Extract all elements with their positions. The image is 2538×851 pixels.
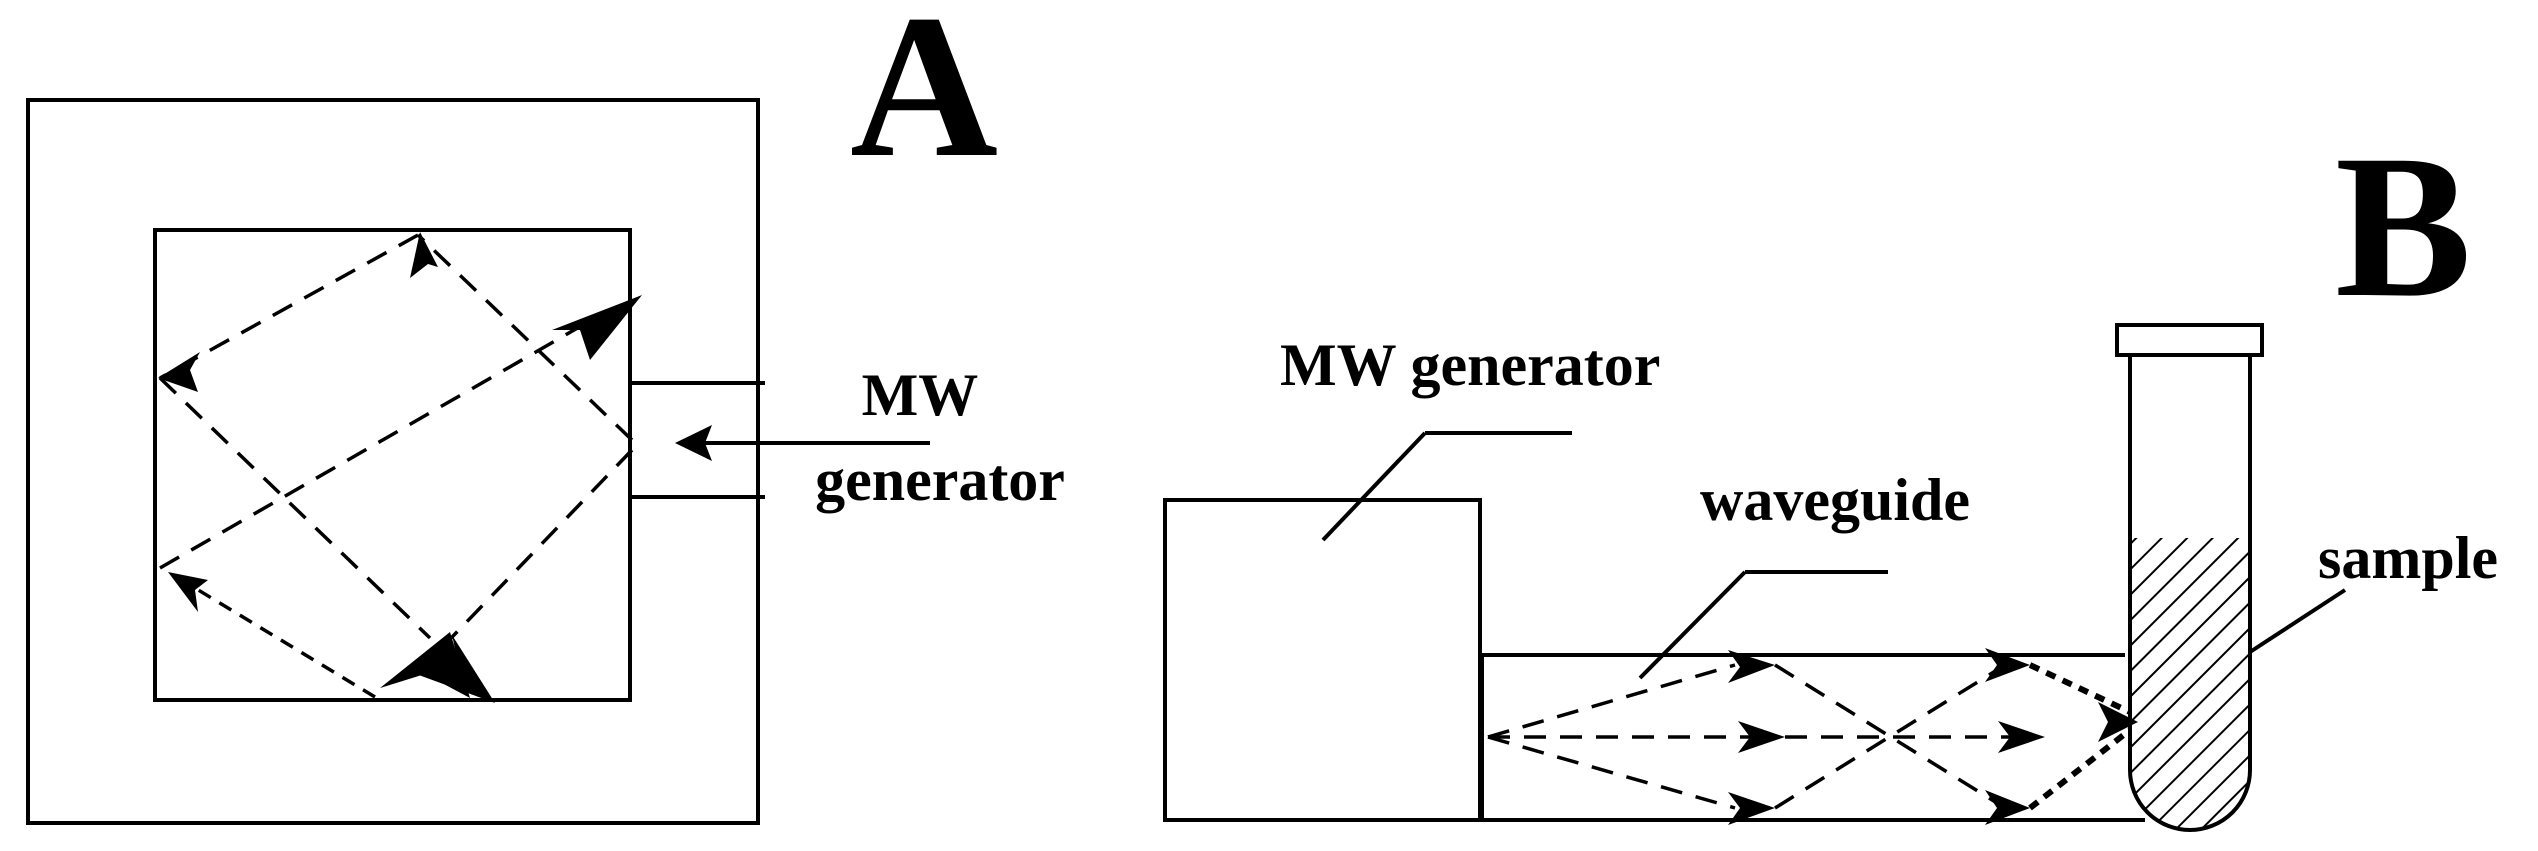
generator-leader-line	[1321, 431, 1427, 542]
wave-arrowhead	[1728, 650, 1775, 683]
test-tube	[2128, 355, 2252, 832]
wave-arrowhead	[1998, 721, 2045, 753]
wave-arrowhead	[158, 352, 200, 392]
mw-generator-box	[1163, 498, 1482, 822]
oven-outer-box	[26, 98, 760, 825]
wave-arrowhead	[1985, 648, 2030, 682]
waveguide-leader-line	[1638, 570, 1747, 680]
panel-b-sample-label: sample	[2318, 525, 2498, 591]
panel-a-generator-label-line2: generator	[815, 447, 1065, 513]
panel-a-letter: A	[850, 0, 998, 200]
wave-arrowhead	[1728, 792, 1775, 825]
panel-b-waveguide-label: waveguide	[1700, 467, 1970, 533]
panel-b-letter: B	[2335, 113, 2472, 340]
wave-path	[189, 583, 376, 699]
oven-cavity	[153, 228, 632, 702]
wave-path	[1774, 663, 2006, 810]
wave-path	[1774, 663, 2006, 810]
wave-arrowhead-large	[416, 635, 495, 703]
panel-b-generator-label: MW generator	[1280, 332, 1660, 398]
wave-path	[1487, 663, 1736, 739]
wave-arrowhead	[2098, 702, 2138, 742]
wave-arrowhead	[410, 232, 438, 278]
wave-path	[159, 233, 419, 380]
wave-arrowhead	[552, 295, 642, 360]
wave-path	[159, 320, 589, 570]
wave-path	[1487, 735, 1736, 810]
test-tube-cap	[2115, 323, 2264, 357]
mw-input-arrowhead	[675, 425, 712, 461]
wave-path-to-sample	[2028, 662, 2132, 715]
panel-a-generator-label-line1: MW	[862, 362, 979, 428]
sample-leader-line	[2248, 588, 2347, 654]
wave-arrowhead	[1738, 721, 1785, 753]
wave-arrowhead	[168, 572, 208, 612]
wave-path	[416, 233, 634, 442]
wave-path	[158, 376, 432, 640]
wave-path	[428, 448, 634, 662]
sample-liquid	[2130, 538, 2250, 830]
wave-path-to-sample	[2028, 727, 2132, 811]
panel-a: A MW generator	[26, 0, 1065, 825]
panel-b: B MW generator waveguide sam	[1163, 113, 2498, 832]
wave-arrowhead	[1985, 790, 2030, 825]
